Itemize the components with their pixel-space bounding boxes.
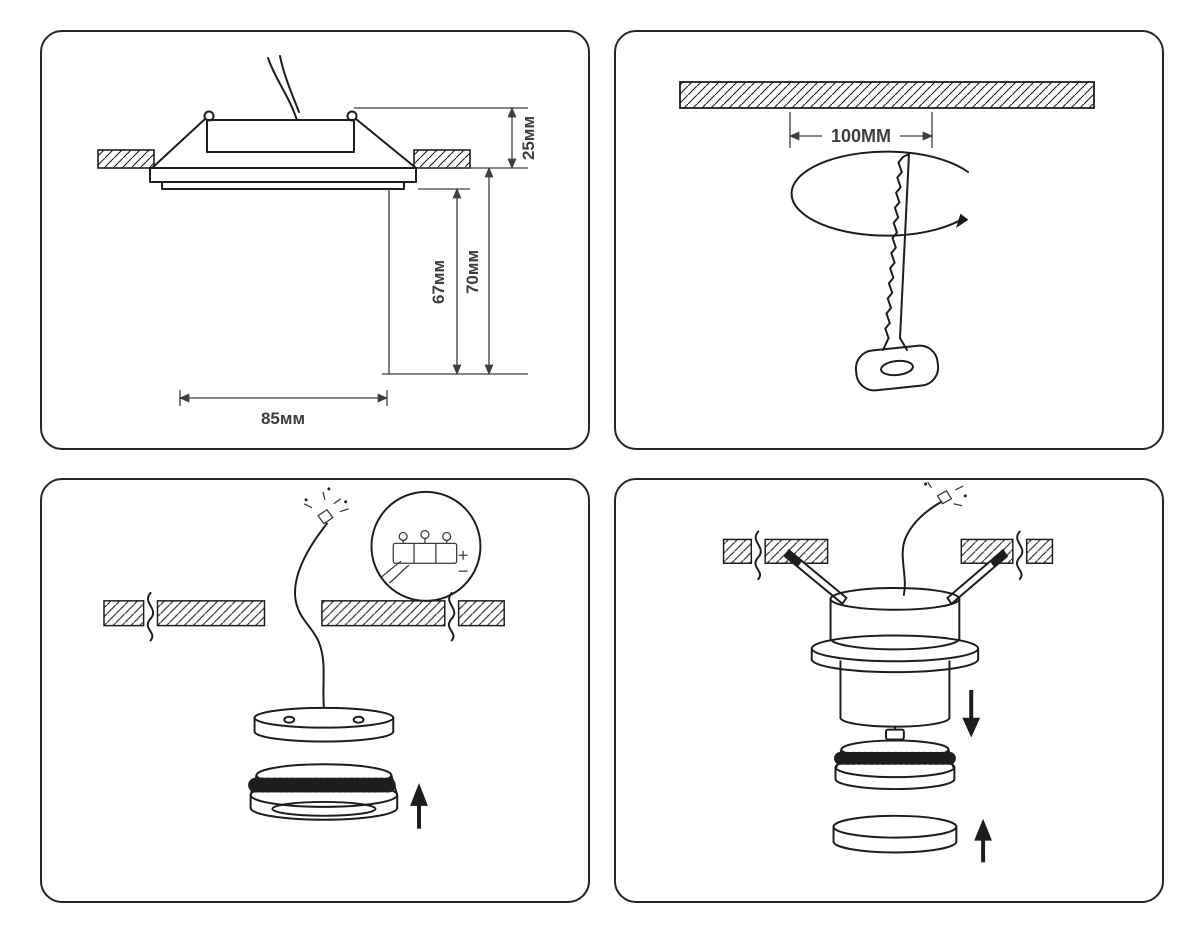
spring-clip-left <box>783 548 848 606</box>
panel-cut-hole: 100MM <box>614 30 1164 450</box>
dimension-drawing: 25мм 67мм 70мм 85мм <box>97 55 538 428</box>
dim-label-100mm: 100MM <box>831 126 891 146</box>
arrow-down <box>962 690 981 738</box>
ceiling-cross-section <box>103 591 505 642</box>
break-symbol-right <box>447 591 456 642</box>
wiring-drawing <box>103 487 505 829</box>
gx53-lamp <box>834 739 956 791</box>
break-symbol-left <box>754 530 762 581</box>
arrow-up <box>410 783 428 829</box>
dimension-70mm: 70мм <box>382 166 528 376</box>
wire-connector <box>924 481 967 507</box>
saw-handle <box>854 344 940 392</box>
dim-label-67mm: 67мм <box>429 260 448 304</box>
fixture-cross-section <box>149 110 417 375</box>
mounting-plate <box>253 706 395 743</box>
terminal-magnifier <box>370 490 482 602</box>
dimension-100mm: 100MM <box>788 112 934 148</box>
rotation-arrow <box>790 150 969 237</box>
supply-wire <box>294 522 328 709</box>
terminal-wires <box>380 560 410 584</box>
wire-connector <box>303 487 349 525</box>
hole-cutting-drawing: 100MM <box>679 81 1095 392</box>
panel-fixture-dimensions: 25мм 67мм 70мм 85мм <box>40 30 590 450</box>
panel-mounting-step <box>614 478 1164 903</box>
lamp-socket-stub <box>885 728 905 741</box>
dimension-85mm: 85мм <box>178 390 389 428</box>
mounting-drawing <box>722 481 1054 863</box>
supply-wire <box>267 55 300 121</box>
spring-clip-left-tip <box>784 550 802 568</box>
break-symbol-right <box>1015 530 1024 581</box>
supply-wire <box>901 500 943 596</box>
dim-label-70mm: 70мм <box>463 250 482 294</box>
hole-saw <box>854 153 940 392</box>
spring-clip-right <box>355 118 417 169</box>
dim-label-25mm: 25мм <box>519 116 538 160</box>
saw-teeth <box>884 156 904 340</box>
spring-clips <box>783 548 1009 606</box>
dimension-25mm: 25мм <box>354 106 538 170</box>
cover-disc <box>832 814 958 854</box>
ceiling-cross-section <box>722 530 1054 581</box>
recessed-housing <box>810 586 980 741</box>
ceiling-cross-section <box>679 81 1095 109</box>
arrow-up <box>974 818 993 863</box>
dimension-67mm: 67мм <box>418 187 470 376</box>
dim-label-85mm: 85мм <box>261 409 305 428</box>
spring-clip-left <box>151 118 206 169</box>
ceiling-cross-section <box>97 149 471 169</box>
panel-wiring-step <box>40 478 590 903</box>
break-symbol-left <box>146 591 155 642</box>
gx53-lamp <box>248 763 400 821</box>
spring-clip-right-tip <box>990 550 1007 568</box>
terminal-block <box>380 529 468 584</box>
plus-mark <box>458 550 468 560</box>
